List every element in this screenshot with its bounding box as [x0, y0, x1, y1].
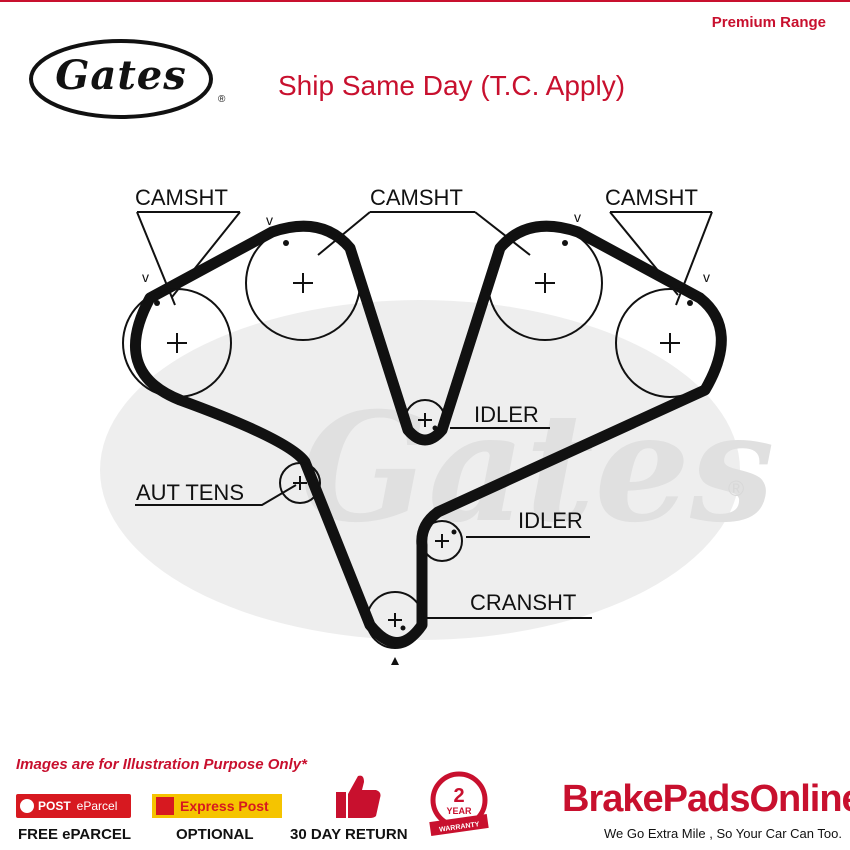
- idler-pulley-upper: [404, 399, 446, 441]
- label-camsht-left: CAMSHT: [135, 185, 228, 210]
- premium-range-label: Premium Range: [711, 14, 826, 31]
- brand-tagline: We Go Extra Mile , So Your Car Can Too.: [604, 826, 842, 841]
- free-eparcel-label: FREE ePARCEL: [18, 826, 132, 843]
- camshaft-pulley-right: [615, 288, 725, 398]
- post-icon: [20, 799, 34, 813]
- label-idler-lower: IDLER: [518, 508, 583, 533]
- gates-logo-oval: [29, 39, 213, 119]
- warranty-seal-icon: 2 YEAR WARRANTY: [429, 771, 489, 836]
- express-post-text: Express Post: [180, 798, 269, 814]
- label-cranksht: CRANSHT: [470, 590, 576, 615]
- warranty-year: YEAR: [446, 806, 472, 816]
- pulley-center-marks: [167, 273, 680, 627]
- optional-label: OPTIONAL: [176, 826, 254, 843]
- gates-watermark: Gates ®: [100, 300, 774, 640]
- illustration-disclaimer: Images are for Illustration Purpose Only…: [16, 756, 307, 773]
- footer-bar: Images are for Illustration Purpose Only…: [0, 740, 850, 850]
- label-camsht-center: CAMSHT: [370, 185, 463, 210]
- gates-logo-text: Gates: [55, 52, 187, 99]
- ship-same-day-banner: Ship Same Day (T.C. Apply): [278, 70, 626, 101]
- camshaft-pulley-center-right: [487, 225, 603, 341]
- warranty-badge: 2 YEAR WARRANTY: [424, 770, 494, 840]
- post-logo-sub: eParcel: [76, 799, 118, 813]
- svg-text:v: v: [266, 212, 273, 228]
- top-rule: [0, 0, 850, 2]
- gates-logo-registered: ®: [218, 94, 226, 105]
- return-policy-label: 30 DAY RETURN: [290, 826, 408, 843]
- svg-text:v: v: [703, 269, 710, 285]
- svg-text:v: v: [142, 269, 149, 285]
- express-post-logo: Express Post: [152, 794, 282, 818]
- crankshaft-pulley: [366, 591, 424, 649]
- idler-pulley-lower: [421, 520, 463, 562]
- express-post-icon: [156, 797, 174, 815]
- post-logo-text: POST: [38, 799, 71, 813]
- label-camsht-right: CAMSHT: [605, 185, 698, 210]
- timing-belt-diagram: Gates ® v v: [100, 185, 774, 665]
- thumbs-up-icon: [336, 775, 381, 818]
- timing-marks: [154, 240, 693, 665]
- brakepadsonline-brand: BrakePadsOnline: [562, 778, 850, 820]
- tensioner-pulley: [279, 462, 321, 504]
- leader-lines: [135, 211, 713, 619]
- label-aut-tens: AUT TENS: [136, 480, 244, 505]
- camshaft-pulley-left: [122, 288, 232, 398]
- warranty-number: 2: [453, 785, 464, 807]
- gates-logo: Gates ®: [26, 34, 231, 124]
- australia-post-logo: POST eParcel: [16, 794, 131, 818]
- label-idler-upper: IDLER: [474, 402, 539, 427]
- watermark-registered: ®: [728, 476, 744, 501]
- camshaft-pulley-center-left: [245, 225, 361, 341]
- svg-text:v: v: [574, 209, 581, 225]
